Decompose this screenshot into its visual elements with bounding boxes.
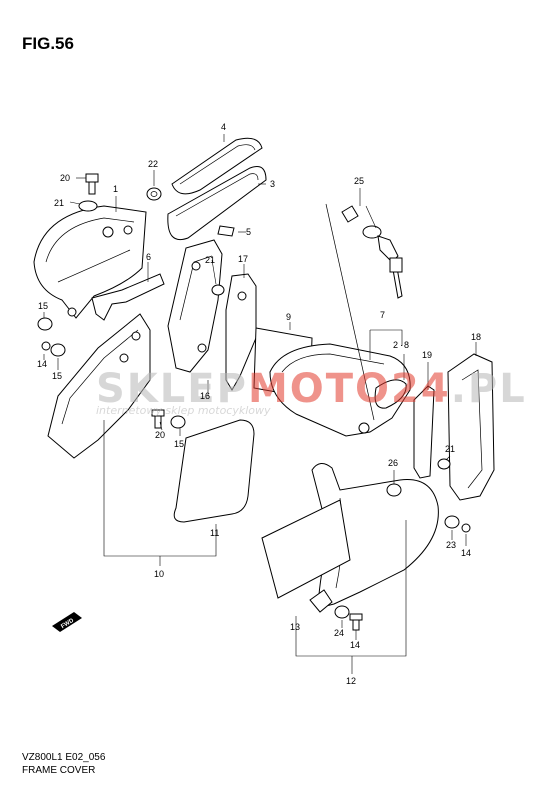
callout-9: 9 (286, 312, 291, 322)
watermark-brand-2: MOTO (248, 366, 391, 412)
callout-3: 3 (270, 179, 275, 189)
callout-13: 13 (290, 622, 300, 632)
callout-8: 8 (404, 340, 409, 350)
callout-15-left: 15 (38, 301, 48, 311)
callout-4: 4 (221, 122, 226, 132)
figure-code: VZ800L1 E02_056 (22, 752, 106, 763)
grommet-24 (334, 605, 350, 619)
callout-22: 22 (148, 159, 158, 169)
callout-1: 1 (113, 184, 118, 194)
forward-direction-badge: FWD (52, 612, 82, 632)
watermark-tagline: internetowy sklep motocyklowy (96, 404, 271, 417)
inner-bracket-16 (167, 239, 223, 373)
grommet-15-mid (170, 415, 186, 429)
grommet-15-left (37, 317, 53, 331)
left-side-cover-10 (47, 313, 151, 459)
watermark-brand-3: 24 (391, 366, 451, 412)
callout-15-mid: 15 (174, 439, 184, 449)
grommet-21-top (78, 200, 98, 212)
svg-text:SKLEPMOTO24.PL: SKLEPMOTO24.PL (96, 366, 527, 412)
callout-15-left-2: 15 (52, 371, 62, 381)
grommet-23 (444, 515, 460, 529)
grommet-15-left-2 (50, 343, 66, 357)
grommet-21-right (437, 458, 451, 470)
figure-title: FIG.56 (22, 34, 74, 53)
figure-name: FRAME COVER (22, 765, 96, 776)
callout-20-mid: 20 (155, 430, 165, 440)
callout-16: 16 (200, 391, 210, 401)
screw-14-right (461, 523, 471, 533)
callout-6: 6 (146, 252, 151, 262)
right-side-cover-12 (309, 463, 439, 613)
callout-19: 19 (422, 350, 432, 360)
emblem-plate-3 (167, 166, 267, 240)
callout-14-right: 14 (461, 548, 471, 558)
callout-labels: 4 3 20 1 22 21 5 6 21 17 9 15 14 15 16 2… (37, 122, 481, 686)
grommet-21-mid (211, 284, 225, 296)
callout-18: 18 (471, 332, 481, 342)
callout-11-left: 11 (210, 528, 219, 538)
left-frame-cover-1 (33, 205, 147, 319)
watermark-brand-4: .PL (451, 366, 527, 412)
bolt-5 (217, 225, 235, 237)
callout-20-top: 20 (60, 173, 70, 183)
leader-lines (43, 134, 477, 674)
callout-21-top: 21 (54, 198, 64, 208)
watermark-brand-1: SKLEP (96, 366, 248, 412)
key-lock-25 (341, 205, 403, 299)
callout-21-right: 21 (445, 444, 455, 454)
cover-plate-11 (173, 419, 255, 523)
callout-10: 10 (154, 569, 164, 579)
callout-21-mid: 21 (205, 255, 215, 265)
callout-2: 2 (393, 340, 398, 350)
callout-24: 24 (334, 628, 344, 638)
grommet-26 (386, 483, 402, 497)
watermark: SKLEPMOTO24.PL internetowy sklep motocyk… (96, 366, 527, 417)
callout-26: 26 (388, 458, 398, 468)
callout-25: 25 (354, 176, 364, 186)
callout-23: 23 (446, 540, 456, 550)
grommet-14-left (41, 341, 51, 351)
screw-14-bottom (349, 613, 363, 631)
nut-22 (146, 187, 162, 201)
screw-20-top (85, 173, 99, 195)
rear-bracket-18 (447, 353, 495, 501)
callout-7: 7 (380, 310, 385, 320)
bracket-strip-6 (91, 273, 165, 321)
callout-14-bottom: 14 (350, 640, 360, 650)
emblem-plate-4 (171, 137, 263, 195)
center-cover-7 (269, 343, 411, 437)
callout-5: 5 (246, 227, 251, 237)
callout-12: 12 (346, 676, 356, 686)
screw-20-mid (151, 409, 165, 429)
reflector-13 (261, 499, 351, 599)
callout-2-8-dot: · (400, 340, 403, 350)
callout-17: 17 (238, 254, 248, 264)
callout-14-left: 14 (37, 359, 47, 369)
